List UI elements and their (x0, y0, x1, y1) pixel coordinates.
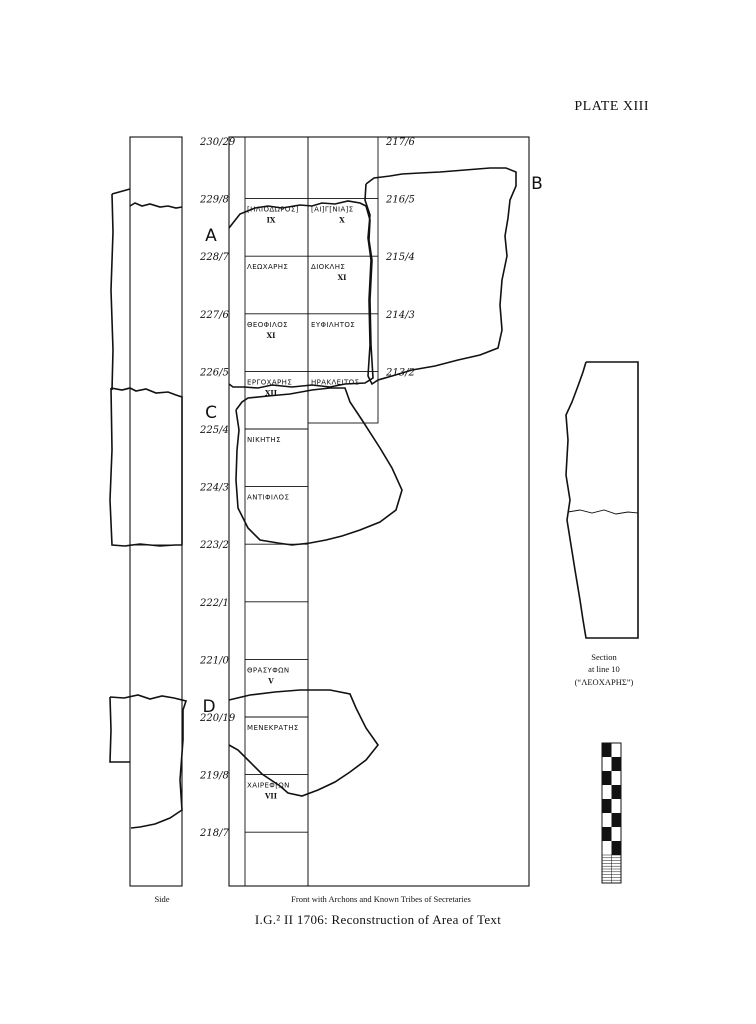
scale-bar-block (602, 743, 612, 757)
left-year-label: 222/1 (199, 598, 229, 609)
section-label-line2: at line 10 (588, 664, 620, 674)
side-frame (129, 136, 183, 887)
left-tribe-numeral: XII (265, 388, 277, 397)
left-archon-name: ΝΙΚΗΤΗΣ (247, 436, 281, 444)
right-archon-name: ΗΡΑΚΛΕΙΤΟΣ (311, 378, 359, 386)
left-archon-name: ΜΕΝΕΚΡΑΤΗΣ (247, 724, 299, 732)
scale-bar-block (602, 827, 612, 841)
side-fragment-d (109, 694, 188, 829)
fragment-label-d: D (202, 697, 215, 717)
scale-bar-block (611, 785, 621, 799)
side-view: Side (109, 136, 188, 904)
right-year-label: 215/4 (385, 252, 415, 263)
left-year-label: 223/2 (199, 540, 229, 551)
section-view: Section at line 10 (“ΛΕΟΧΑΡΗΣ”) (565, 361, 639, 687)
left-year-label: 220/19 (199, 713, 236, 724)
right-column (307, 136, 379, 424)
fragment-label-b: B (531, 174, 543, 194)
left-archon-name: ΧΑΙΡΕΦ[ΩΝ (247, 782, 290, 790)
left-year-label: 229/8 (199, 195, 229, 206)
left-archon-name: ΕΡΓΟΧΑΡΗΣ (247, 378, 292, 386)
left-year-label: 218/7 (199, 828, 229, 839)
right-archon-name: ΕΥΦΙΛΗΤΟΣ (311, 321, 355, 329)
main-caption: I.G.² II 1706: Reconstruction of Area of… (255, 912, 501, 927)
left-archon-name: [ΗΛΙΟΔΩΡΟΣ] (247, 206, 299, 214)
fragment-a-outline (228, 200, 374, 389)
scale-bar-checks (602, 743, 621, 883)
section-break-line (567, 509, 639, 515)
left-archon-name: ΘΕΟΦΙΛΟΣ (247, 321, 288, 329)
left-tribe-numeral: XI (267, 331, 276, 340)
left-year-label: 227/6 (199, 310, 229, 321)
right-archon-name: [ΑΙ]Γ[ΝΙΑ]Σ (311, 206, 354, 214)
plate-label: PLATE XIII (574, 99, 649, 114)
left-year-label: 224/3 (199, 483, 229, 494)
left-archon-name: ΑΝΤΙΦΙΛΟΣ (247, 494, 289, 502)
scale-bar (601, 742, 622, 884)
left-tribe-numeral: IX (267, 216, 276, 225)
side-label: Side (154, 894, 169, 904)
side-fragment-a (110, 188, 183, 391)
scale-bar-block (602, 799, 612, 813)
section-outline (565, 361, 639, 639)
left-year-label: 219/8 (199, 771, 229, 782)
scale-bar-block (611, 813, 621, 827)
front-frame (228, 136, 530, 887)
left-tribe-numeral: VII (264, 792, 277, 801)
right-tribe-numeral: X (339, 216, 345, 225)
left-year-label: 228/7 (199, 252, 229, 263)
right-tribe-numeral: XI (338, 273, 347, 282)
left-year-label: 225/4 (199, 425, 229, 436)
right-year-label: 214/3 (385, 310, 415, 321)
scale-bar-block (611, 841, 621, 855)
side-fragment-c (109, 387, 183, 547)
fragment-d-outline (228, 689, 380, 797)
left-archon-name: ΘΡΑΣΥΦΩΝ (247, 666, 290, 674)
fragment-c-outline (235, 387, 403, 546)
scale-bar-block (611, 757, 621, 771)
front-label: Front with Archons and Known Tribes of S… (291, 894, 471, 904)
left-year-label: 226/5 (199, 367, 229, 378)
left-year-label: 230/29 (199, 137, 236, 148)
left-column (244, 136, 309, 887)
left-year-label: 221/0 (199, 655, 229, 666)
right-year-label: 217/6 (385, 137, 415, 148)
fragment-label-a: A (205, 226, 217, 246)
section-label-line1: Section (591, 652, 617, 662)
right-year-label: 216/5 (385, 195, 415, 206)
section-label-line3: (“ΛΕΟΧΑΡΗΣ”) (575, 677, 634, 687)
left-archon-name: ΛΕΩΧΑΡΗΣ (247, 263, 288, 271)
fragment-label-c: C (205, 403, 217, 423)
scale-bar-block (602, 771, 612, 785)
fragment-b-outline (364, 167, 517, 386)
left-tribe-numeral: V (267, 676, 274, 685)
right-archon-name: ΔΙΟΚΛΗΣ (311, 263, 345, 271)
